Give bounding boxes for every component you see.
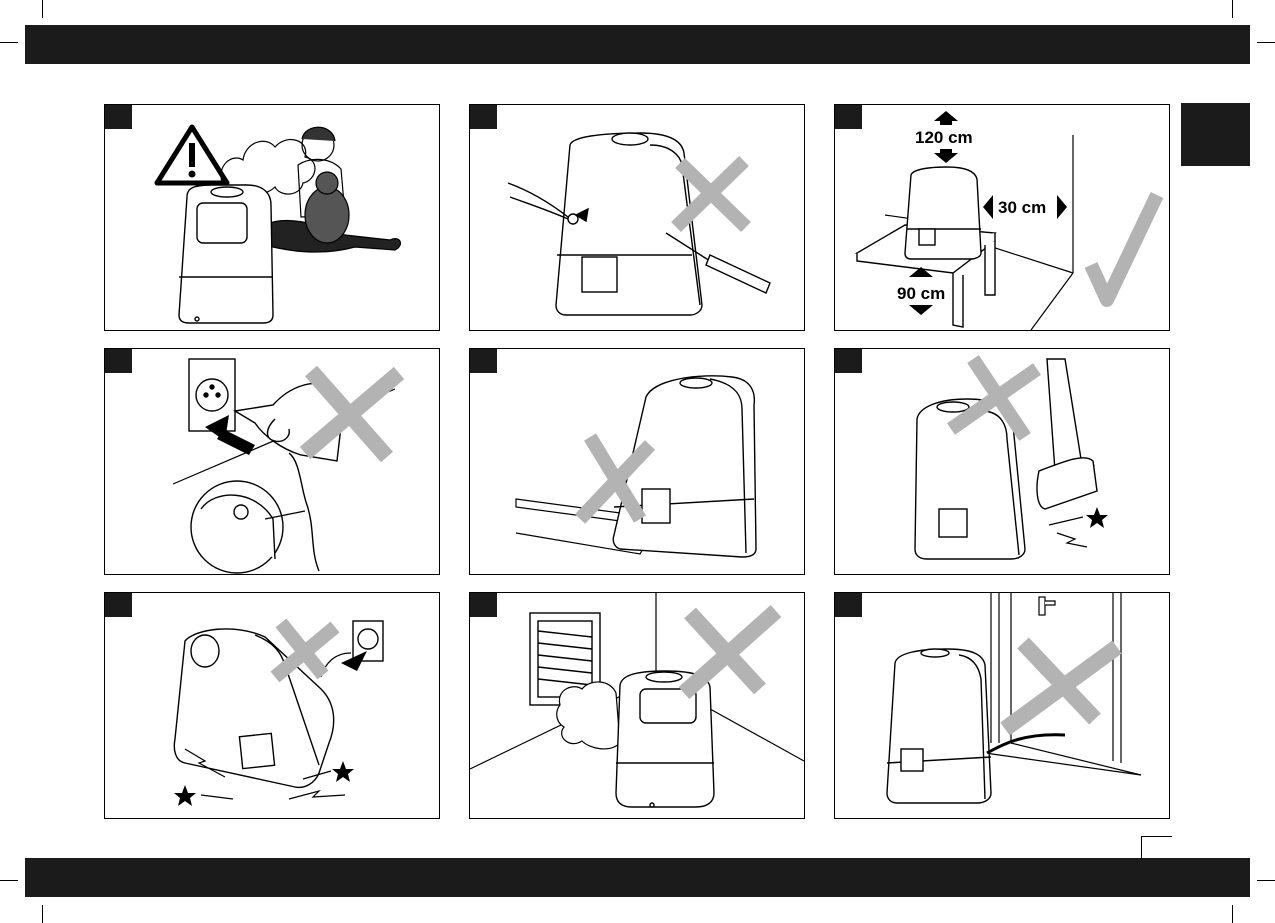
- humidifier-icon: [616, 671, 714, 807]
- dimension-side-label: 30 cm: [998, 198, 1046, 217]
- panel-7-illustration: [105, 593, 439, 818]
- panel-6-illustration: [835, 349, 1169, 574]
- language-tab: [1181, 103, 1250, 166]
- crop-mark: [0, 880, 18, 881]
- dimension-floor-label: 90 cm: [897, 284, 945, 303]
- panel-2-illustration: [470, 105, 804, 330]
- crop-mark: [1257, 42, 1275, 43]
- arrow-down-icon: [934, 149, 958, 163]
- impact-lines: [1049, 517, 1087, 547]
- panel-8: [469, 592, 805, 819]
- panel-5-illustration: [470, 349, 804, 574]
- panel-1: [104, 104, 440, 331]
- panel-1-illustration: [105, 105, 439, 330]
- footer-bar: [25, 858, 1250, 897]
- dimension-top-label: 120 cm: [915, 128, 973, 147]
- panel-9-illustration: [835, 593, 1169, 818]
- crop-mark: [0, 42, 18, 43]
- panel-4-illustration: [105, 349, 439, 574]
- child-figure: [265, 127, 400, 252]
- humidifier-icon: [905, 167, 981, 259]
- panel-7: [104, 592, 440, 819]
- crop-mark: [1232, 905, 1233, 923]
- arrow-left-icon: [983, 195, 993, 219]
- arrow-down-icon: [909, 305, 933, 315]
- star-icon: [1086, 507, 1108, 528]
- arrow-up-icon: [934, 111, 958, 125]
- panel-4: [104, 348, 440, 575]
- cross-mark-icon: [684, 611, 776, 693]
- crop-mark: [42, 905, 43, 923]
- crop-mark: [1257, 880, 1275, 881]
- panel-9: [834, 592, 1170, 819]
- header-bar: [25, 25, 1250, 64]
- panel-6: [834, 348, 1170, 575]
- steam-cloud-icon: [557, 682, 620, 749]
- warning-triangle-icon: [157, 127, 227, 183]
- crop-mark: [42, 0, 43, 18]
- cross-mark-icon: [275, 623, 335, 677]
- panel-3: 120 cm 30 cm 90 cm: [834, 104, 1170, 331]
- crop-mark: [1232, 0, 1233, 18]
- humidifier-icon: [887, 649, 991, 803]
- panel-5: [469, 348, 805, 575]
- magnifier-circle: [191, 481, 283, 573]
- humidifier-icon: [179, 185, 273, 323]
- panel-3-illustration: 120 cm 30 cm 90 cm: [835, 105, 1169, 330]
- cross-mark-icon: [1005, 643, 1117, 729]
- panel-2: [469, 104, 805, 331]
- door-handle-icon: [1039, 597, 1055, 615]
- check-mark-icon: [1091, 195, 1157, 300]
- panel-8-illustration: [470, 593, 804, 818]
- arrow-right-icon: [1057, 195, 1067, 219]
- leg-and-shoe: [1037, 359, 1097, 509]
- page-number-mark: [1141, 836, 1172, 859]
- wall-socket-icon: [353, 621, 383, 661]
